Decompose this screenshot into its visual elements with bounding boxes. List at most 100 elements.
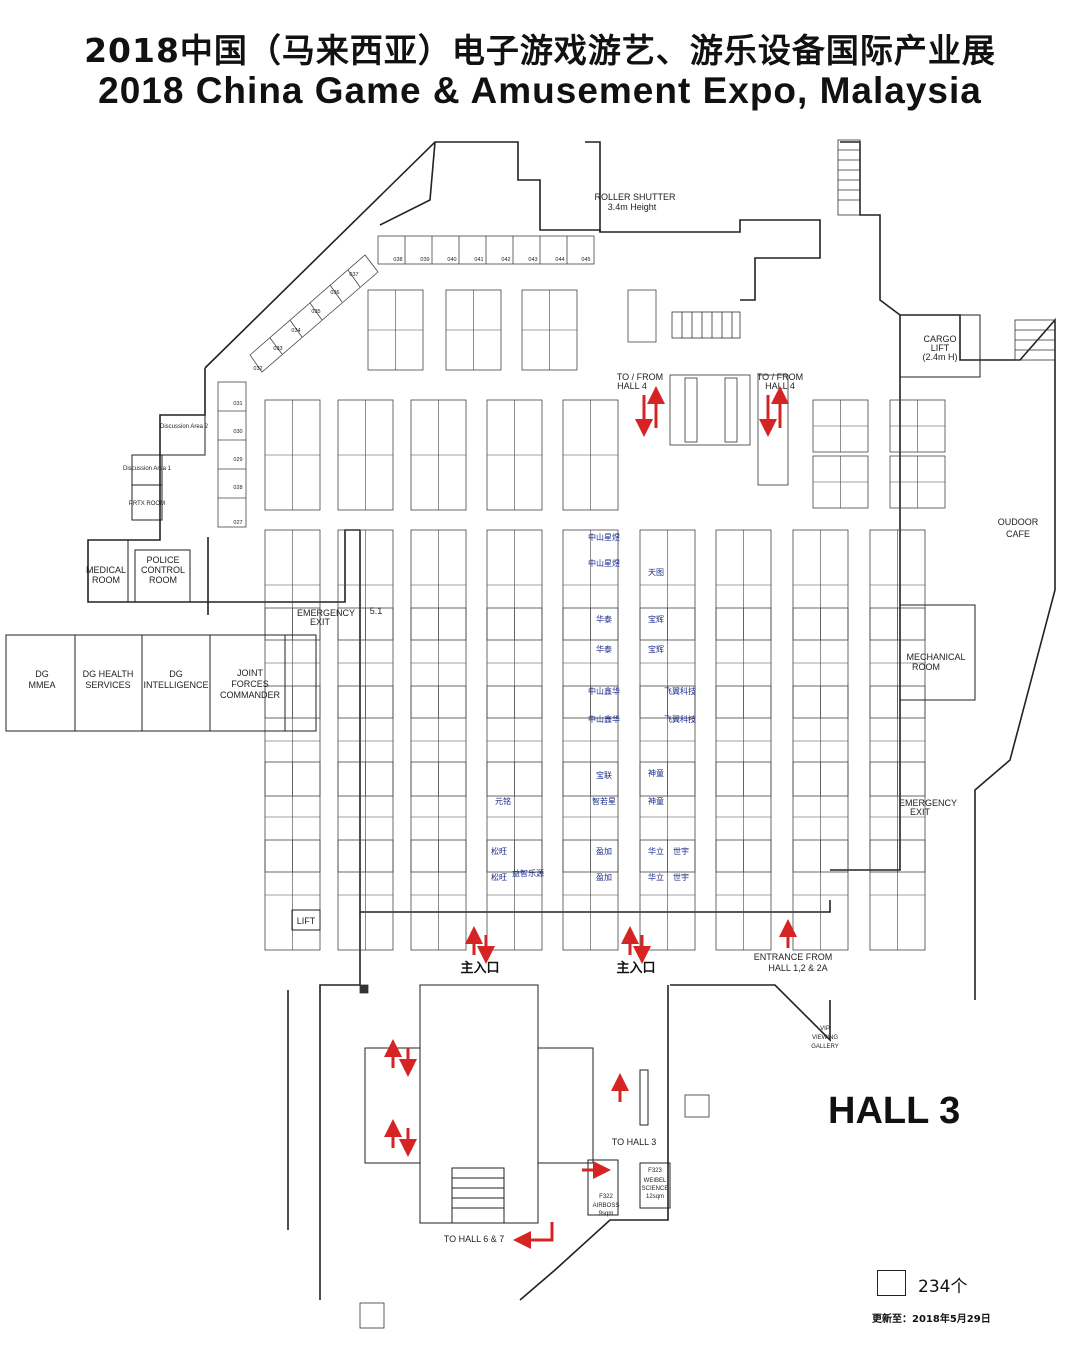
exhibitor-name: 宝辉 [648, 614, 664, 624]
exhibitor-name: 宝辉 [648, 644, 664, 654]
joint-forces-label-1: JOINT [237, 668, 264, 678]
exhibitor-name: 神童 [648, 796, 664, 806]
restroom-icons [359, 984, 710, 1329]
entrance-from-label-1: ENTRANCE FROM [754, 952, 833, 962]
dg-intelligence-label-2: INTELLIGENCE [143, 680, 208, 690]
exhibitor-name: 盈加 [596, 846, 612, 856]
to-from-hall4-label-b2: HALL 4 [765, 381, 795, 391]
f323-label: F323 [648, 1168, 662, 1174]
page-title-cn: 2018中国（马来西亚）电子游戏游艺、游乐设备国际产业展 [84, 31, 996, 70]
hall-title: HALL 3 [828, 1090, 961, 1132]
f322-label: F322 [599, 1194, 613, 1200]
exhibitor-name: 华泰 [596, 644, 612, 654]
exhibitor-name: 松旺 [491, 846, 507, 856]
entrance-from-label-2: HALL 1,2 & 2A [768, 963, 827, 973]
exhibitor-name: 华立 [648, 872, 664, 882]
medical-room-label-1: MEDICAL [86, 565, 126, 575]
dg-mmea-label-1: DG [35, 669, 49, 679]
svg-text:034: 034 [291, 328, 300, 334]
svg-text:037: 037 [349, 272, 358, 278]
svg-text:044: 044 [555, 257, 564, 263]
exhibitor-name: 飞翼科技 [664, 714, 696, 724]
svg-text:035: 035 [311, 309, 320, 315]
direction-arrows [384, 386, 797, 1249]
mechanical-room-label-2: ROOM [912, 662, 940, 672]
mechanical-room-label-1: MECHANICAL [906, 652, 965, 662]
svg-text:036: 036 [330, 290, 339, 296]
svg-text:027: 027 [233, 520, 242, 526]
booth-row-top [377, 235, 595, 265]
police-control-label-1: POLICE [146, 555, 179, 565]
booth-col-left [217, 381, 247, 528]
exhibitor-name: 华立 [648, 846, 664, 856]
to-from-hall4-label-a: TO / FROM [617, 372, 663, 382]
legend-booth-count: 234个 [918, 1277, 968, 1297]
left-rooms [5, 314, 981, 931]
point-51-label: 5.1 [370, 606, 383, 616]
exhibitor-name: 中山鑫华 [588, 714, 620, 724]
to-from-hall4-label-b: TO / FROM [757, 372, 803, 382]
exhibitor-name: 盈加 [596, 872, 612, 882]
exhibitor-name: 飞翼科技 [664, 686, 696, 696]
exhibitor-name: 中山鑫华 [588, 686, 620, 696]
f322-name: AIRBOSS [593, 1203, 620, 1209]
to-hall3-label: TO HALL 3 [612, 1137, 657, 1147]
f323-size: 12sqm [646, 1194, 664, 1200]
exhibitor-name: 元铭 [495, 796, 511, 806]
outdoor-cafe-label-2: CAFE [1006, 529, 1030, 539]
emergency-exit-right-2: EXIT [910, 807, 931, 817]
svg-text:045: 045 [581, 257, 590, 263]
exhibitor-name: 松旺 [491, 872, 507, 882]
vip-label-2: VIEWING [812, 1035, 838, 1041]
svg-text:031: 031 [233, 401, 242, 407]
roller-shutter-label: ROLLER SHUTTER [594, 192, 676, 202]
booth-grid: 中山星煜中山星煜天图华泰华泰宝辉宝辉中山鑫华中山鑫华飞翼科技飞翼科技宝联智若星神… [264, 289, 946, 951]
exhibitor-name: 神童 [648, 768, 664, 778]
roller-height-label: 3.4m Height [608, 202, 657, 212]
police-control-label-2: CONTROL [141, 565, 185, 575]
vip-label-3: GALLERY [811, 1044, 839, 1050]
svg-text:038: 038 [393, 257, 402, 263]
svg-text:043: 043 [528, 257, 537, 263]
dg-mmea-label-2: MMEA [29, 680, 56, 690]
police-control-label-3: ROOM [149, 575, 177, 585]
booth-numbers-left: 031 030 029 028 027 [233, 401, 242, 526]
vip-label-1: VIP [820, 1026, 830, 1032]
exhibitor-name: 智若星 [592, 796, 616, 806]
dg-health-label-1: DG HEALTH [83, 669, 134, 679]
svg-text:033: 033 [273, 346, 282, 352]
to-hall67-label: TO HALL 6 & 7 [444, 1234, 505, 1244]
legend-booth-swatch [877, 1270, 906, 1296]
exhibitor-name: 中山星煜 [588, 532, 620, 542]
f323-name-1: WEIBEL [644, 1178, 667, 1184]
outdoor-cafe-label-1: OUDOOR [998, 517, 1039, 527]
booth-block [627, 289, 657, 343]
exhibitor-name: 世宇 [673, 872, 689, 882]
emergency-exit-left-2: EXIT [310, 617, 331, 627]
dg-intelligence-label-1: DG [169, 669, 183, 679]
exhibitor-name: 天图 [648, 568, 664, 577]
escalator-top [669, 374, 789, 486]
main-entrance-left: 主入口 [460, 960, 499, 976]
discussion-area-1-label: Discussion Area 1 [123, 466, 172, 472]
svg-text:028: 028 [233, 485, 242, 491]
exhibitor-name: 世宇 [673, 846, 689, 856]
dg-health-label-2: SERVICES [85, 680, 130, 690]
exhibitor-name: 中山星煜 [588, 558, 620, 568]
joint-forces-label-2: FORCES [231, 679, 269, 689]
lift-label: LIFT [297, 916, 316, 926]
exhibitor-name: 益智乐源 [512, 868, 544, 878]
exhibitor-name: 华泰 [596, 614, 612, 624]
emergency-exit-right-1: EMERGENCY [899, 798, 957, 808]
cargo-lift-label-1: CARGO [923, 334, 956, 344]
updated-date: 更新至：2018年5月29日 [872, 1314, 991, 1325]
svg-text:030: 030 [233, 429, 242, 435]
svg-text:040: 040 [447, 257, 456, 263]
svg-text:032: 032 [253, 366, 262, 372]
stair-top-right [671, 139, 1056, 361]
svg-text:029: 029 [233, 457, 242, 463]
main-entrance-right: 主入口 [616, 960, 655, 976]
cargo-lift-label-2: LIFT [931, 343, 950, 353]
